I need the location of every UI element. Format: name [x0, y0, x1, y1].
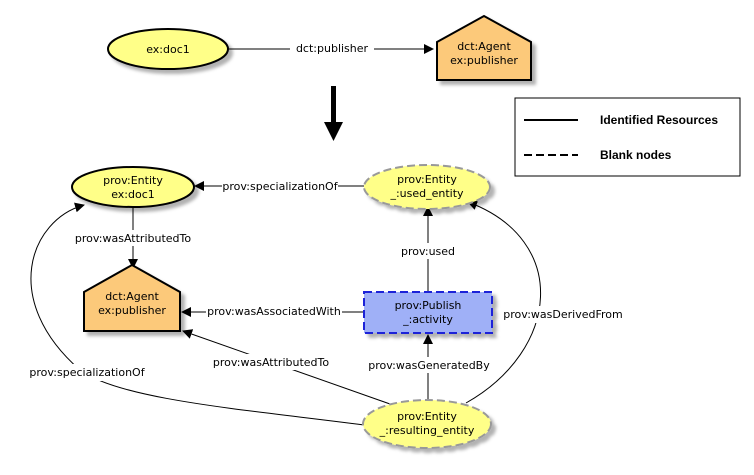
edge-attributed-result: prov:wasAttributedTo [182, 329, 391, 405]
top-publisher-edge: dct:publisher [228, 40, 434, 57]
node-label-line1: prov:Entity [103, 174, 163, 187]
node-activity[interactable]: prov:Publish _:activity [363, 291, 493, 334]
down-arrow-icon [324, 86, 343, 141]
node-label-line2: ex:doc1 [111, 188, 155, 201]
edge-specialization-left: prov:specializationOf [28, 202, 365, 426]
legend-blank-label: Blank nodes [600, 148, 672, 162]
edge-label: prov:specializationOf [222, 180, 338, 193]
edge-specialization-top: prov:specializationOf [194, 178, 364, 195]
edge-label: prov:specializationOf [29, 366, 145, 379]
top-doc-node[interactable]: ex:doc1 [107, 28, 229, 70]
edge-label: prov:wasAttributedTo [213, 356, 329, 369]
node-label-line1: dct:Agent [457, 40, 511, 53]
node-label-line1: prov:Publish [395, 299, 462, 312]
edge-derived: prov:wasDerivedFrom [465, 200, 626, 404]
node-used-entity[interactable]: prov:Entity _:used_entity [363, 164, 491, 210]
edge-label: prov:used [401, 245, 455, 258]
node-entity-doc[interactable]: prov:Entity ex:doc1 [71, 166, 195, 208]
node-label-line2: ex:publisher [450, 54, 518, 67]
node-label-line2: _:activity [402, 313, 453, 326]
node-label-line2: ex:publisher [98, 304, 166, 317]
edge-used: prov:used [398, 206, 458, 292]
legend: Identified Resources Blank nodes [514, 97, 741, 177]
node-label-line2: _:used_entity [389, 187, 464, 200]
edge-label-dct-publisher: dct:publisher [296, 42, 369, 55]
node-label-line1: prov:Entity [397, 410, 457, 423]
node-label: ex:doc1 [146, 43, 190, 56]
node-resulting-entity[interactable]: prov:Entity _:resulting_entity [362, 399, 492, 449]
node-label-line1: prov:Entity [397, 173, 457, 186]
edge-associated: prov:wasAssociatedWith [181, 303, 364, 320]
node-agent[interactable]: dct:Agent ex:publisher [83, 263, 181, 332]
node-label-line1: dct:Agent [105, 290, 159, 303]
legend-identified-label: Identified Resources [600, 113, 718, 127]
edge-generated: prov:wasGeneratedBy [366, 334, 492, 400]
edge-label: prov:wasAssociatedWith [207, 305, 341, 318]
edge-attributed-doc: prov:wasAttributedTo [75, 206, 191, 269]
edge-label: prov:wasAttributedTo [75, 232, 191, 245]
node-label-line2: _:resulting_entity [379, 424, 475, 437]
edge-label: prov:wasDerivedFrom [503, 308, 622, 321]
top-agent-node[interactable]: dct:Agent ex:publisher [436, 14, 532, 81]
edge-label: prov:wasGeneratedBy [368, 359, 490, 372]
